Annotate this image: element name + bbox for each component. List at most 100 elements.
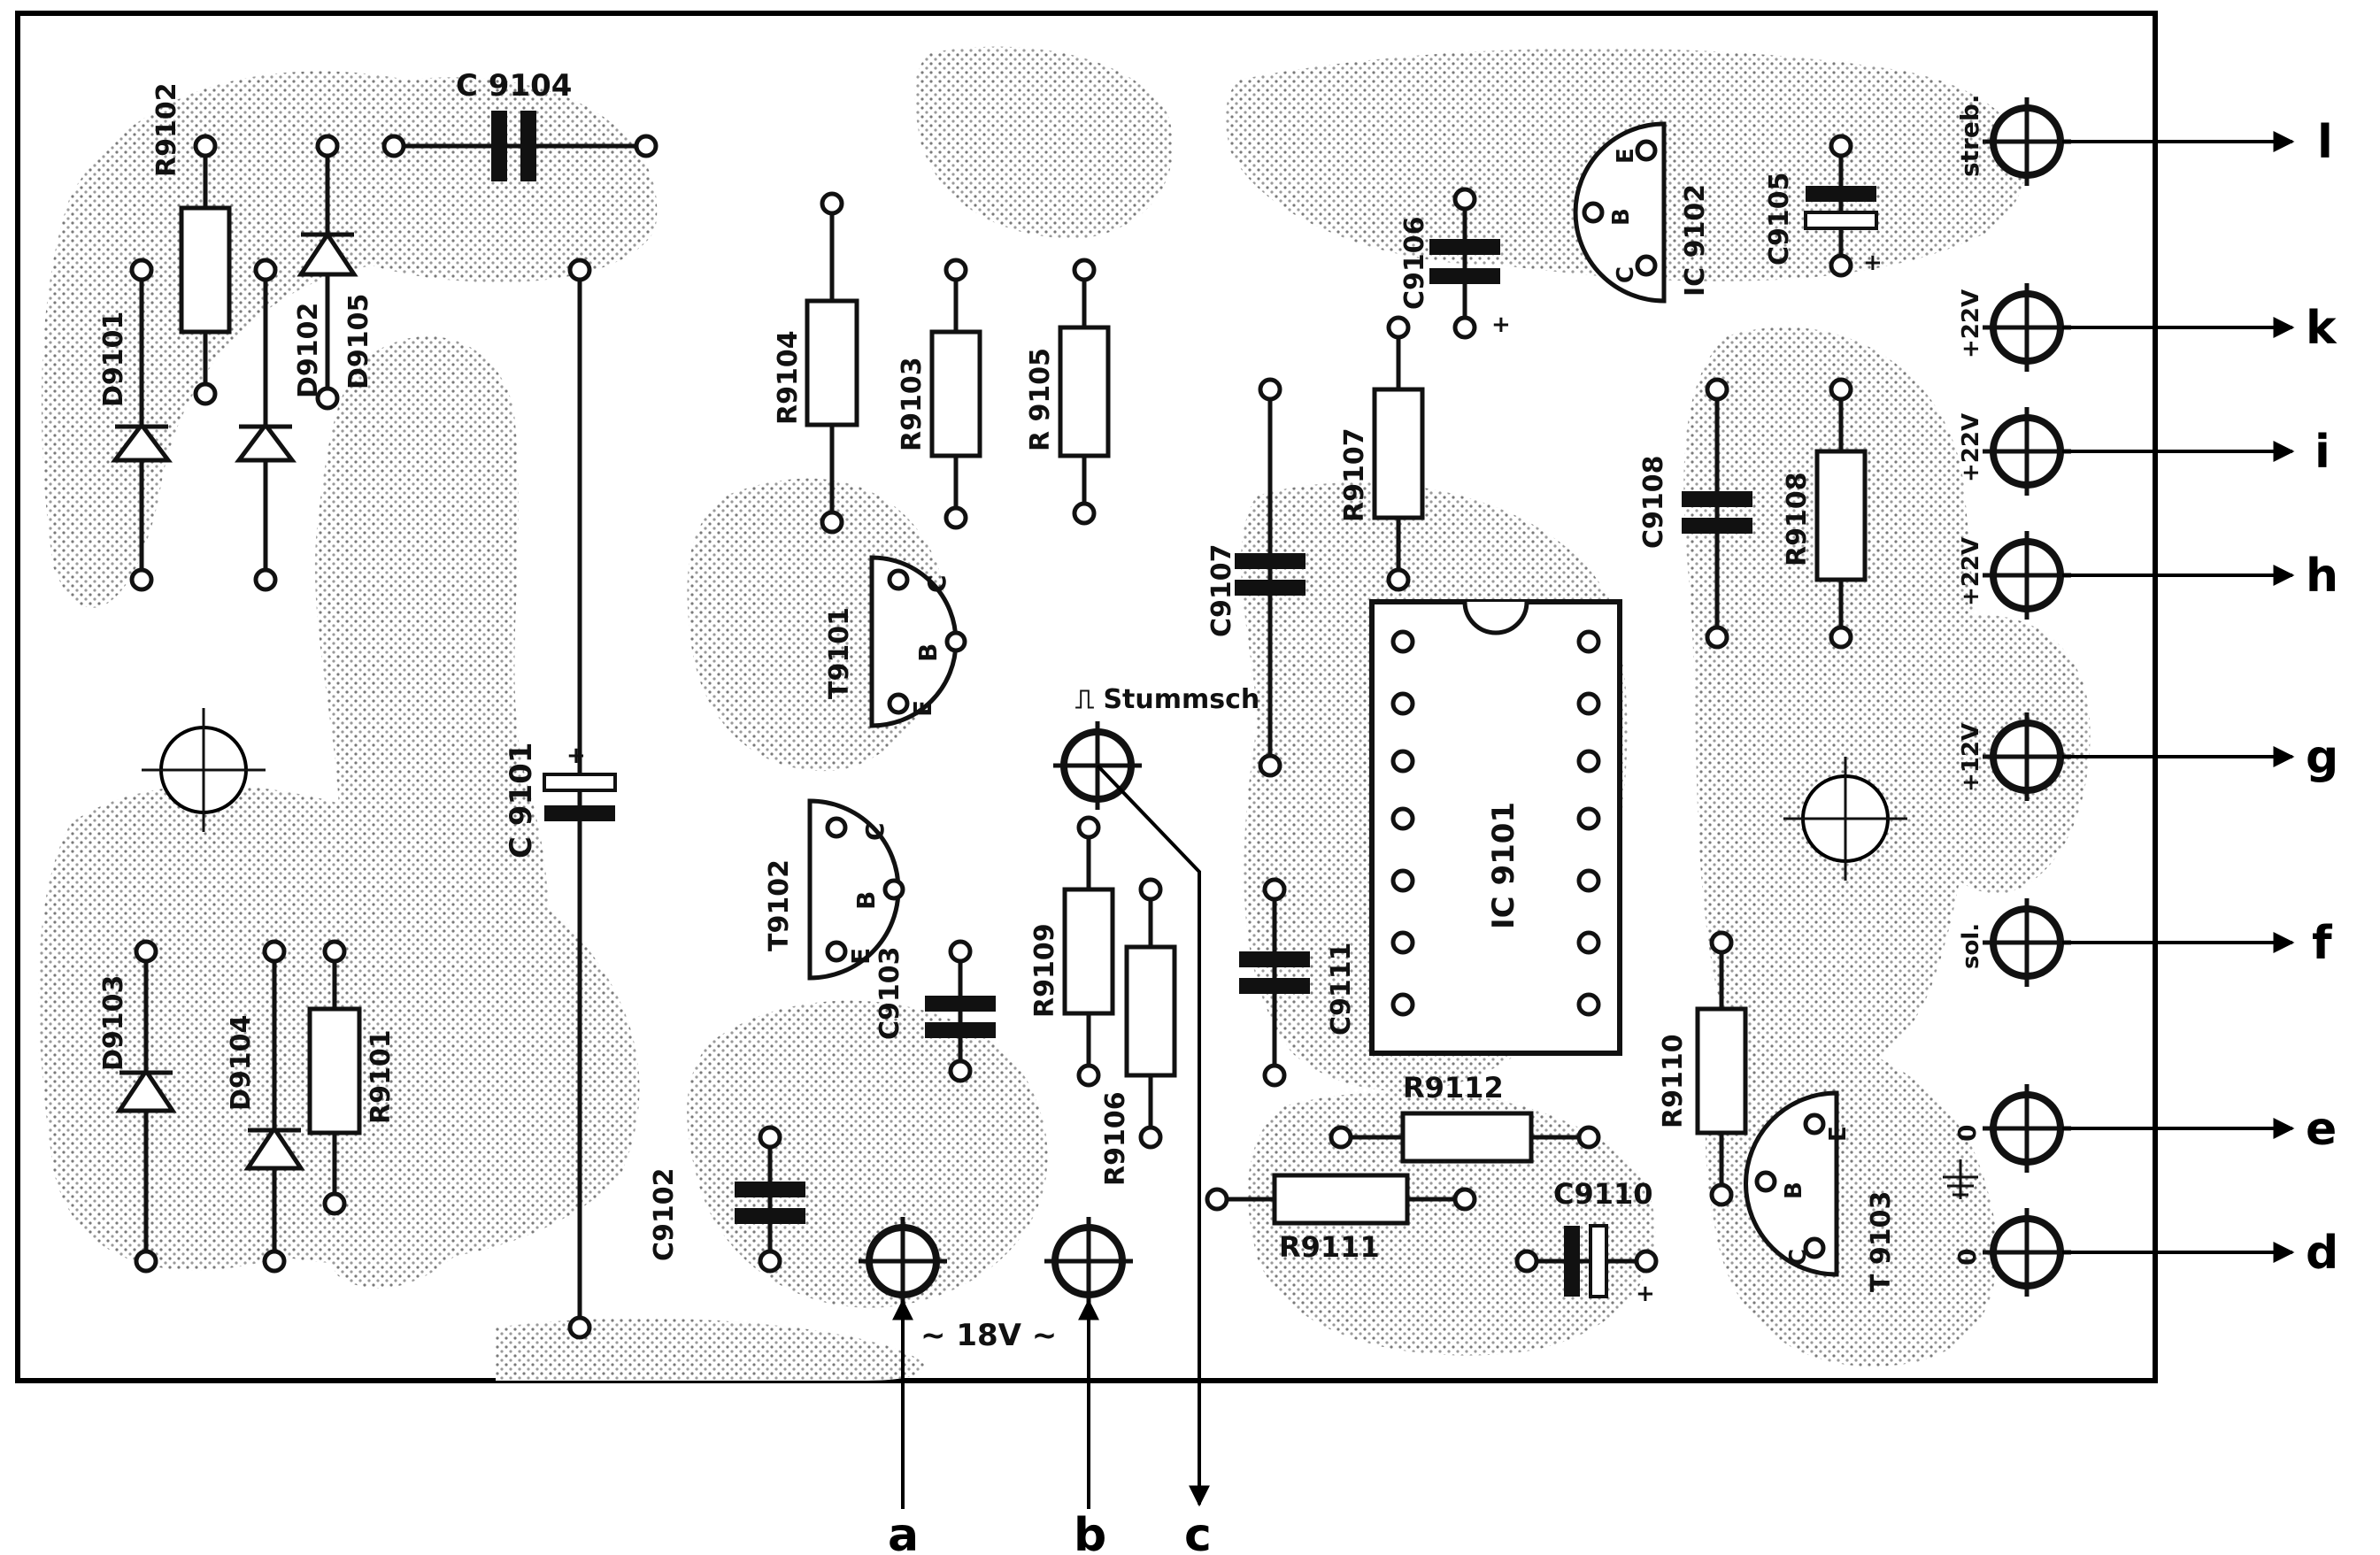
d9101-label: D9101 bbox=[98, 312, 129, 407]
ic9102-label: IC 9102 bbox=[1680, 184, 1711, 296]
mute-output-line bbox=[1096, 764, 1210, 1507]
ac-voltage-label: ~ 18V ~ bbox=[920, 1318, 1057, 1353]
terminal-h: +22V bbox=[1958, 531, 2071, 620]
terminal-g: +12V bbox=[1958, 712, 2071, 801]
terminal-ac-a bbox=[859, 1217, 947, 1305]
stummsch-label: ⎍ Stummsch bbox=[1075, 684, 1259, 715]
transistor-t9102: T9102 C B E bbox=[764, 798, 905, 981]
terminal-d-label: 0 bbox=[1953, 1249, 1982, 1266]
c9106-label: C9106 bbox=[1399, 216, 1430, 310]
connection-i: i bbox=[2315, 426, 2330, 479]
capacitor-c9106: C9106 + bbox=[1399, 187, 1511, 340]
connection-e: e bbox=[2306, 1103, 2337, 1156]
capacitor-c9102: C9102 bbox=[649, 1125, 805, 1274]
output-arrows bbox=[2062, 131, 2295, 1263]
terminal-l-label: streb. bbox=[1955, 94, 1984, 177]
resistor-r9105: R 9105 bbox=[1025, 258, 1111, 526]
r9103-label: R9103 bbox=[897, 357, 928, 451]
terminal-i-label: +22V bbox=[1958, 413, 1984, 482]
r9110-label: R9110 bbox=[1658, 1034, 1689, 1128]
connection-d: d bbox=[2306, 1227, 2338, 1280]
resistor-r9108: R9108 bbox=[1782, 377, 1868, 650]
t9102-label: T9102 bbox=[764, 859, 795, 951]
terminal-i: +22V bbox=[1958, 407, 2071, 496]
mounting-hole-left bbox=[142, 708, 266, 832]
ic-9101-pins-right bbox=[1576, 629, 1601, 1017]
capacitor-c9105: C9105 + bbox=[1764, 134, 1883, 278]
r9107-label: R9107 bbox=[1339, 427, 1370, 522]
connection-h: h bbox=[2306, 550, 2338, 603]
c9101-label: C 9101 bbox=[504, 743, 539, 858]
c9107-label: C9107 bbox=[1206, 543, 1237, 637]
diode-d9102: D9102 bbox=[235, 258, 324, 592]
t9103-pin-e: E bbox=[1825, 1126, 1852, 1142]
c9108-label: C9108 bbox=[1638, 455, 1669, 549]
c9103-label: C9103 bbox=[874, 946, 905, 1040]
resistor-r9107: R9107 bbox=[1339, 315, 1425, 592]
r9106-label: R9106 bbox=[1100, 1091, 1131, 1186]
ic-9101-pins-left bbox=[1390, 629, 1415, 1017]
t9103-pin-c: C bbox=[1785, 1249, 1812, 1266]
capacitor-c9103: C9103 bbox=[874, 939, 996, 1083]
c9111-label: C9111 bbox=[1326, 942, 1357, 1035]
terminal-e: 0 bbox=[1953, 1084, 2071, 1173]
terminal-f: sol. bbox=[1958, 898, 2071, 987]
t9101-pin-c: C bbox=[922, 574, 951, 593]
c9102-label: C9102 bbox=[649, 1167, 680, 1261]
d9104-label: D9104 bbox=[226, 1015, 257, 1111]
terminal-k-label: +22V bbox=[1958, 289, 1984, 358]
t9103-pin-b: B bbox=[1781, 1182, 1807, 1199]
terminal-f-label: sol. bbox=[1958, 923, 1984, 969]
t9102-pin-b: B bbox=[851, 891, 881, 910]
diode-d9104: D9104 bbox=[226, 939, 305, 1274]
transistor-t9103: T 9103 E B C bbox=[1744, 1090, 1897, 1292]
capacitor-c9110: C9110 + bbox=[1514, 1177, 1659, 1307]
c9110-plus: + bbox=[1636, 1281, 1655, 1307]
terminal-d: 0 bbox=[1953, 1208, 2071, 1297]
resistor-r9106: R9106 bbox=[1100, 877, 1177, 1186]
c9104-label: C 9104 bbox=[456, 68, 572, 104]
t9101-pin-e: E bbox=[908, 700, 937, 717]
terminal-k: +22V bbox=[1958, 283, 2071, 372]
terminal-h-label: +22V bbox=[1958, 537, 1984, 606]
capacitor-c9111: C9111 bbox=[1239, 877, 1357, 1088]
resistor-r9104: R9104 bbox=[773, 191, 859, 535]
capacitor-c9107: C9107 bbox=[1206, 377, 1306, 778]
r9108-label: R9108 bbox=[1782, 472, 1813, 566]
t9102-pin-c: C bbox=[860, 822, 890, 841]
c9110-label: C9110 bbox=[1553, 1177, 1653, 1211]
d9102-label: D9102 bbox=[293, 303, 324, 398]
resistor-r9109: R9109 bbox=[1029, 815, 1115, 1088]
resistor-r9103: R9103 bbox=[897, 258, 982, 530]
connection-g: g bbox=[2306, 731, 2338, 784]
diode-d9101: D9101 bbox=[98, 258, 173, 592]
c9105-plus: + bbox=[1863, 250, 1883, 276]
ground-symbol bbox=[1943, 1159, 1978, 1199]
r9111-label: R9111 bbox=[1279, 1230, 1380, 1264]
terminal-e-label: 0 bbox=[1953, 1125, 1982, 1142]
diode-d9105: D9105 bbox=[297, 134, 374, 411]
input-arrows bbox=[892, 1298, 1099, 1509]
resistor-r9112: R9112 bbox=[1329, 1071, 1601, 1164]
ic9102-pin-e: E bbox=[1613, 148, 1639, 164]
connection-l: l bbox=[2317, 116, 2333, 169]
diode-d9103: D9103 bbox=[98, 939, 177, 1274]
t9103-label: T 9103 bbox=[1866, 1191, 1897, 1292]
r9104-label: R9104 bbox=[773, 330, 804, 425]
c9105-label: C9105 bbox=[1764, 172, 1795, 266]
resistor-r9101: R9101 bbox=[307, 939, 397, 1216]
t9101-pin-b: B bbox=[913, 643, 943, 662]
capacitor-c9101: C 9101 + bbox=[504, 258, 617, 1340]
connection-c: c bbox=[1184, 1509, 1212, 1555]
resistor-r9110: R9110 bbox=[1658, 930, 1748, 1207]
t9101-label: T9101 bbox=[824, 607, 855, 699]
ic9102-pin-b: B bbox=[1608, 208, 1635, 226]
resistor-r9102: R9102 bbox=[151, 82, 232, 406]
r9105-label: R 9105 bbox=[1025, 348, 1056, 451]
mounting-hole-right bbox=[1783, 757, 1907, 881]
d9103-label: D9103 bbox=[98, 975, 129, 1071]
r9102-label: R9102 bbox=[151, 82, 182, 177]
r9112-label: R9112 bbox=[1403, 1071, 1504, 1105]
connection-a: a bbox=[888, 1509, 919, 1555]
